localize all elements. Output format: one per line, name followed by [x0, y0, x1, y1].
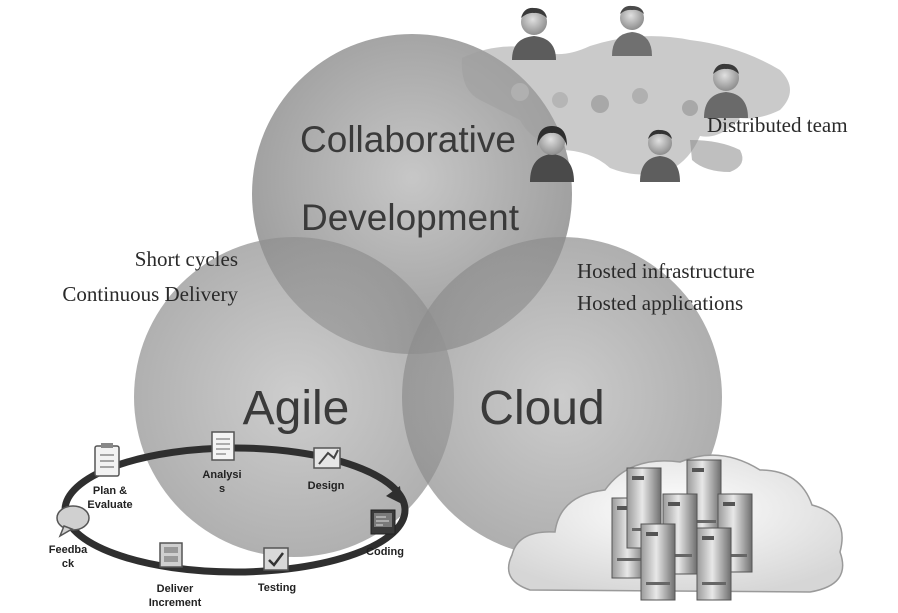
design-label: Design	[308, 480, 345, 492]
code-icon	[370, 509, 396, 535]
person-icon	[704, 63, 748, 118]
continuous-delivery-label: Continuous Delivery	[62, 282, 238, 306]
plan-label-line2: Evaluate	[87, 499, 132, 511]
coding-label: Coding	[366, 546, 404, 558]
hosted-applications-label: Hosted applications	[577, 291, 743, 315]
document-icon	[211, 431, 235, 461]
person-icon	[612, 5, 652, 56]
deliver-icon	[159, 542, 183, 568]
deliver-label-line2: Increment	[149, 597, 202, 609]
feedback-label-line1: Feedba	[49, 544, 88, 556]
checklist-icon	[94, 443, 120, 477]
distributed-team-label: Distributed team	[707, 113, 848, 137]
agile-title: Agile	[243, 382, 350, 435]
plan-label-line1: Plan &	[93, 485, 127, 497]
cloud-title: Cloud	[479, 382, 604, 435]
short-cycles-label: Short cycles	[135, 247, 238, 271]
person-icon	[640, 129, 680, 182]
analysis-label-line2: s	[219, 483, 225, 495]
hosted-infrastructure-label: Hosted infrastructure	[577, 259, 755, 283]
person-icon	[512, 7, 556, 60]
server-icon	[611, 459, 753, 601]
cycle-arrow-icon	[386, 486, 402, 504]
feedback-icon	[56, 505, 90, 538]
collaborative-title-line1: Collaborative	[300, 119, 516, 160]
testing-icon	[263, 547, 289, 571]
agile-cycle: Plan & Evaluate Analysi s Design Coding	[49, 431, 409, 609]
feedback-label-line2: ck	[62, 558, 75, 570]
deliver-label-line1: Deliver	[157, 583, 194, 595]
testing-label: Testing	[258, 582, 296, 594]
person-icon	[530, 126, 574, 182]
design-icon	[313, 447, 341, 469]
analysis-label-line1: Analysi	[202, 469, 241, 481]
collaborative-title-line2: Development	[301, 197, 520, 238]
